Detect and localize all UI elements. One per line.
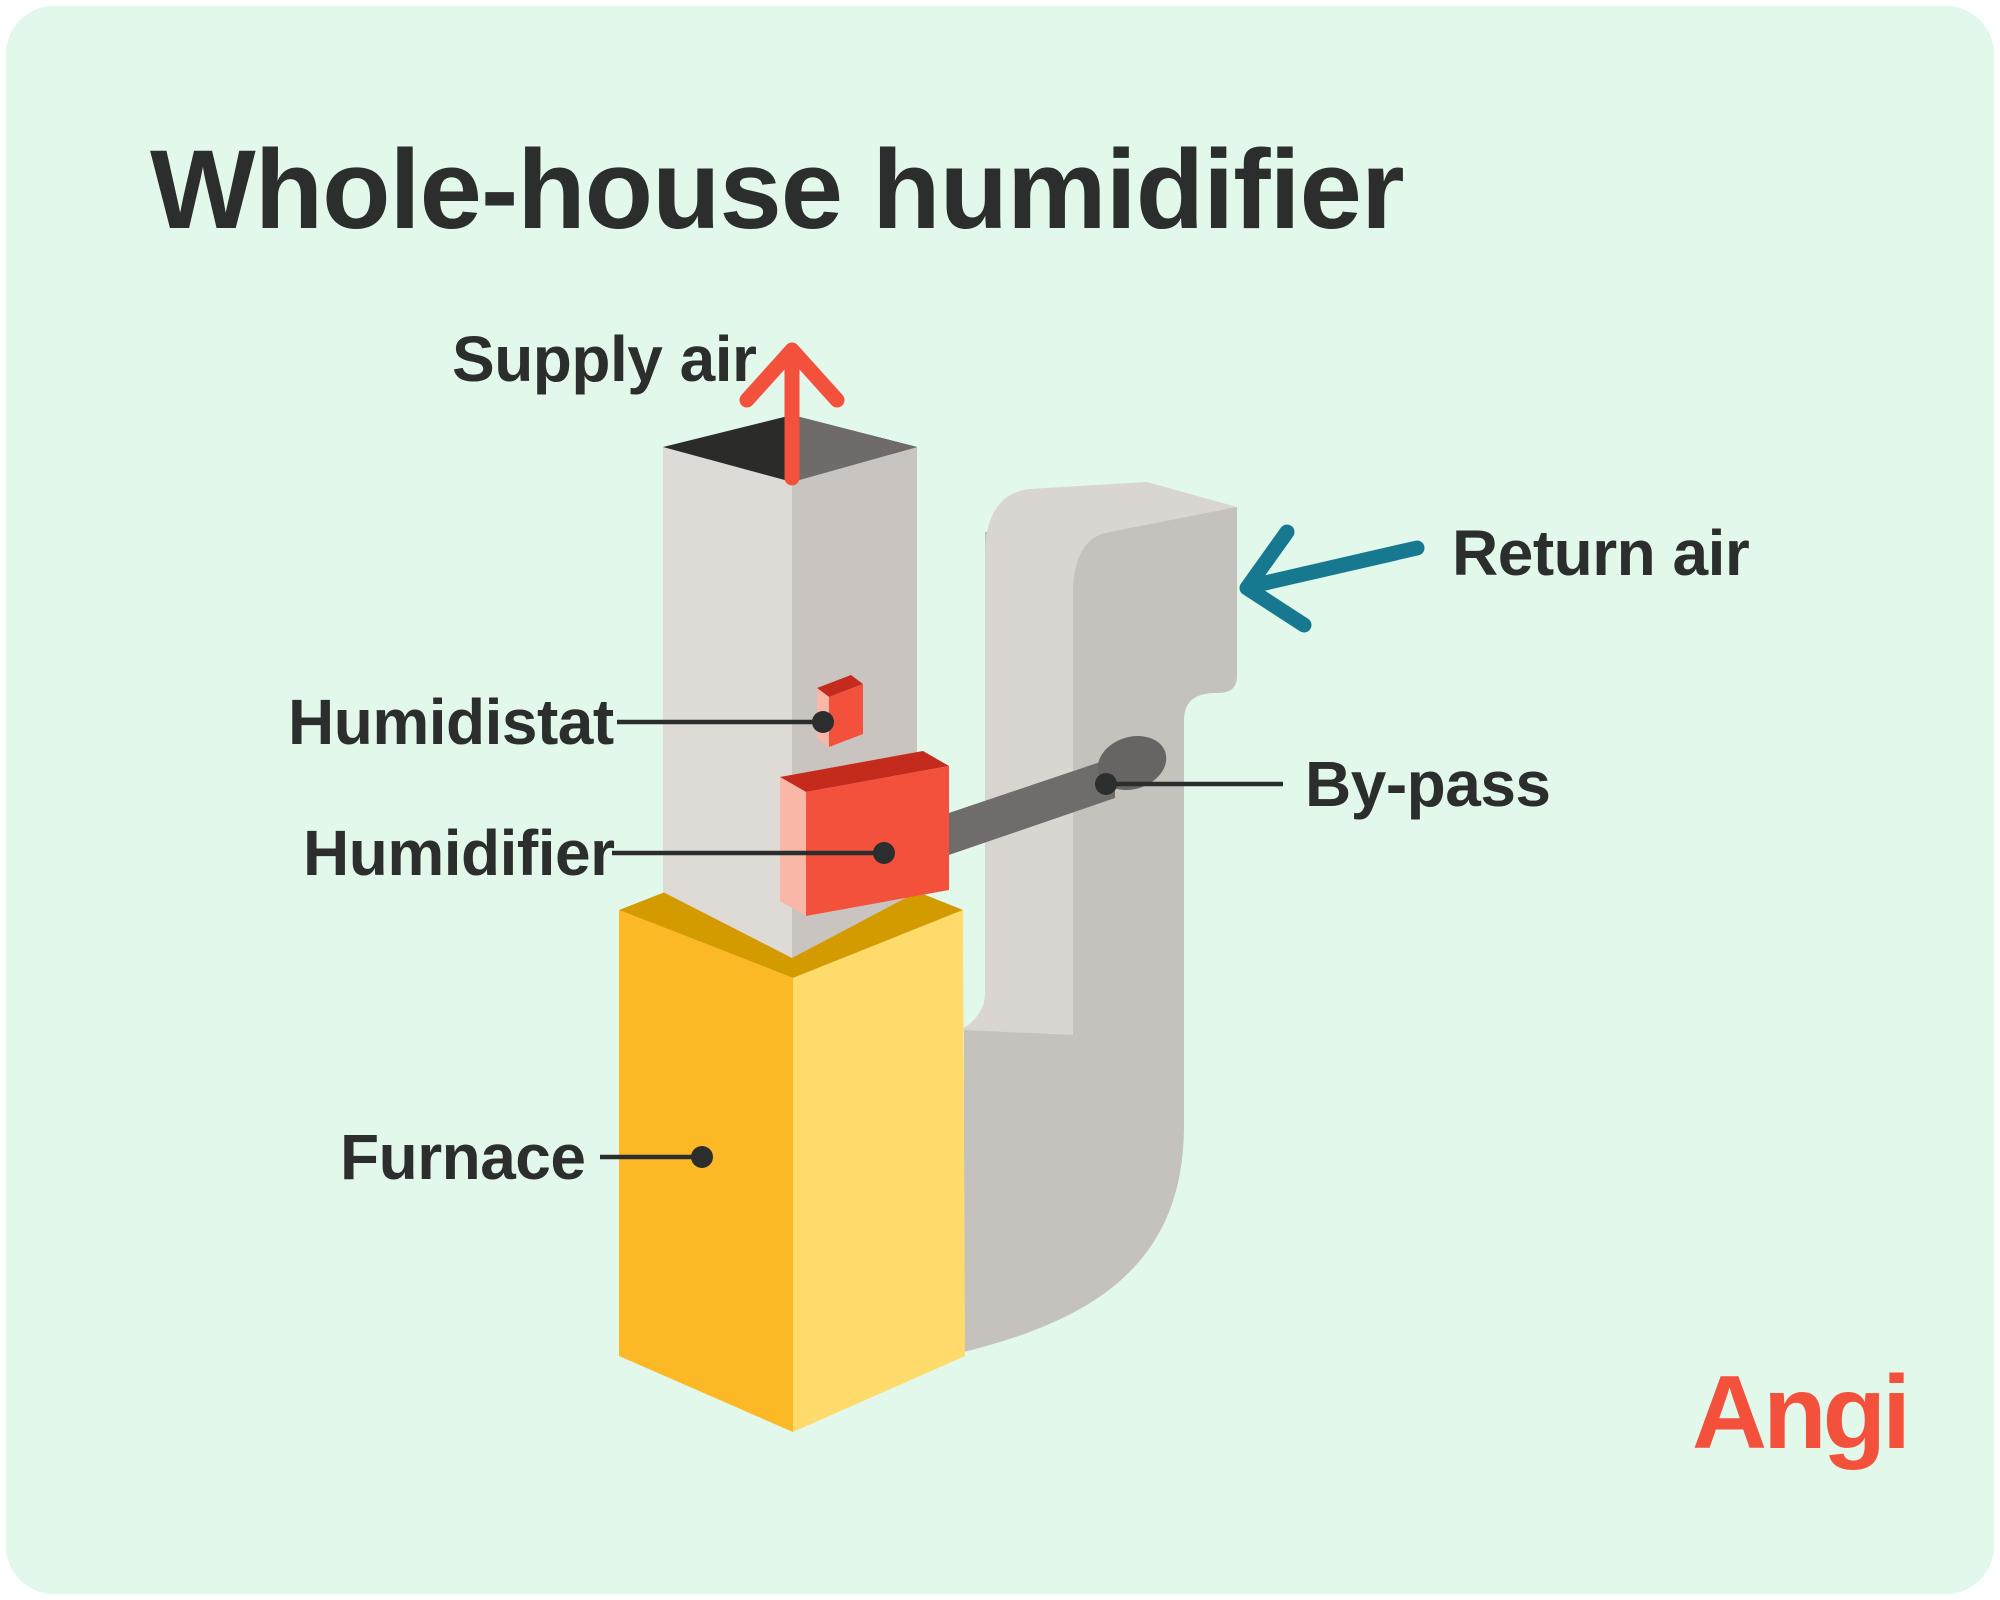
angi-logo: Angi	[1692, 1355, 1907, 1471]
bypass-collar	[1097, 736, 1167, 790]
furnace-side-face	[793, 910, 965, 1432]
label-furnace: Furnace	[340, 1121, 585, 1193]
callout-lines	[600, 719, 1283, 1160]
furnace-front-face	[619, 910, 793, 1432]
label-return-air: Return air	[1452, 517, 1749, 589]
return-air-arrow	[1239, 524, 1425, 633]
humidifier-top-face	[780, 751, 949, 792]
label-by-pass: By-pass	[1305, 748, 1551, 820]
label-humidistat: Humidistat	[288, 686, 614, 758]
humidifier-front-face	[806, 766, 949, 916]
page-title: Whole-house humidifier	[150, 127, 1404, 252]
callout-dots	[691, 711, 1117, 1168]
humidifier-callout-dot	[873, 842, 895, 864]
supply-duct-opening-inner-wall	[792, 415, 917, 482]
bypass-tube	[940, 757, 1115, 858]
humidistat-top-face	[817, 675, 863, 697]
return-duct-highlight-band	[962, 482, 1237, 1035]
supply-air-arrow	[739, 342, 845, 486]
supply-duct-left-face	[663, 447, 792, 958]
bypass-callout-dot	[1095, 773, 1117, 795]
humidistat-callout-dot	[812, 711, 834, 733]
label-humidifier: Humidifier	[303, 817, 614, 889]
humidifier-side-face	[780, 777, 806, 916]
humidistat-front-face	[829, 684, 863, 747]
label-supply-air: Supply air	[452, 323, 756, 395]
furnace-callout-dot	[691, 1146, 713, 1168]
